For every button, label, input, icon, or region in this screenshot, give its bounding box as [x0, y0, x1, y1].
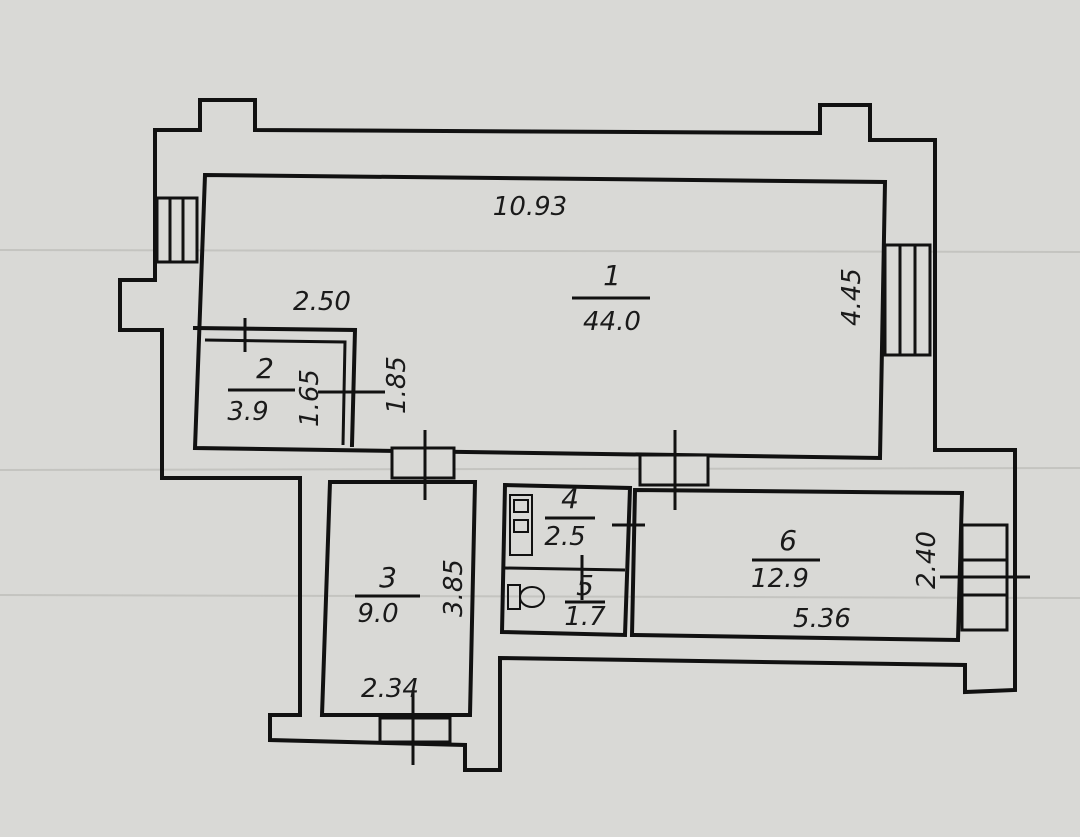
room-3-area: 9.0	[357, 599, 398, 629]
window-left	[155, 196, 199, 264]
room-2-inner-wall	[204, 338, 347, 446]
room-4-number: 4	[561, 482, 579, 515]
outer-wall	[118, 98, 1017, 772]
room-1-walls	[192, 172, 888, 461]
door-room-3	[390, 430, 456, 500]
window-right	[883, 243, 932, 357]
paper-rule-line	[0, 467, 1080, 471]
dim-room-6-depth: 2.40	[912, 531, 942, 589]
dim-room-3-depth: 3.85	[439, 559, 469, 617]
paper-rule-line	[0, 594, 1080, 599]
toilet-fixture	[507, 584, 545, 610]
room-2-number: 2	[256, 352, 274, 385]
door-room-6	[638, 430, 710, 510]
room-2-walls	[192, 325, 358, 448]
room-4-area: 2.5	[544, 522, 585, 552]
room-6-number: 6	[779, 524, 797, 557]
entrance-door	[378, 690, 452, 765]
room-1-number: 1	[603, 259, 621, 292]
room-3-number: 3	[379, 561, 397, 594]
dim-room-1-width: 10.93	[493, 192, 567, 222]
room-5-number: 5	[576, 569, 594, 602]
dim-room-2-depth-outer: 1.85	[382, 356, 412, 414]
dim-room-1-depth: 4.45	[837, 268, 867, 326]
door-room-2	[243, 318, 385, 394]
room-2-area: 3.9	[227, 397, 268, 427]
dim-room-6-width: 5.36	[793, 604, 851, 634]
room-4-5-walls	[499, 482, 633, 638]
sink-fixture	[509, 494, 533, 556]
dim-room-2-depth-inner: 1.65	[295, 369, 325, 427]
room-1-area: 44.0	[583, 307, 641, 337]
room-5-area: 1.7	[564, 602, 606, 632]
room-6-walls	[629, 487, 965, 643]
dim-room-2-width: 2.50	[293, 287, 351, 317]
dim-room-3-width: 2.34	[361, 674, 419, 704]
room-6-area: 12.9	[751, 564, 809, 594]
room-3-walls	[319, 480, 478, 717]
room-4-5-divider	[504, 566, 626, 572]
